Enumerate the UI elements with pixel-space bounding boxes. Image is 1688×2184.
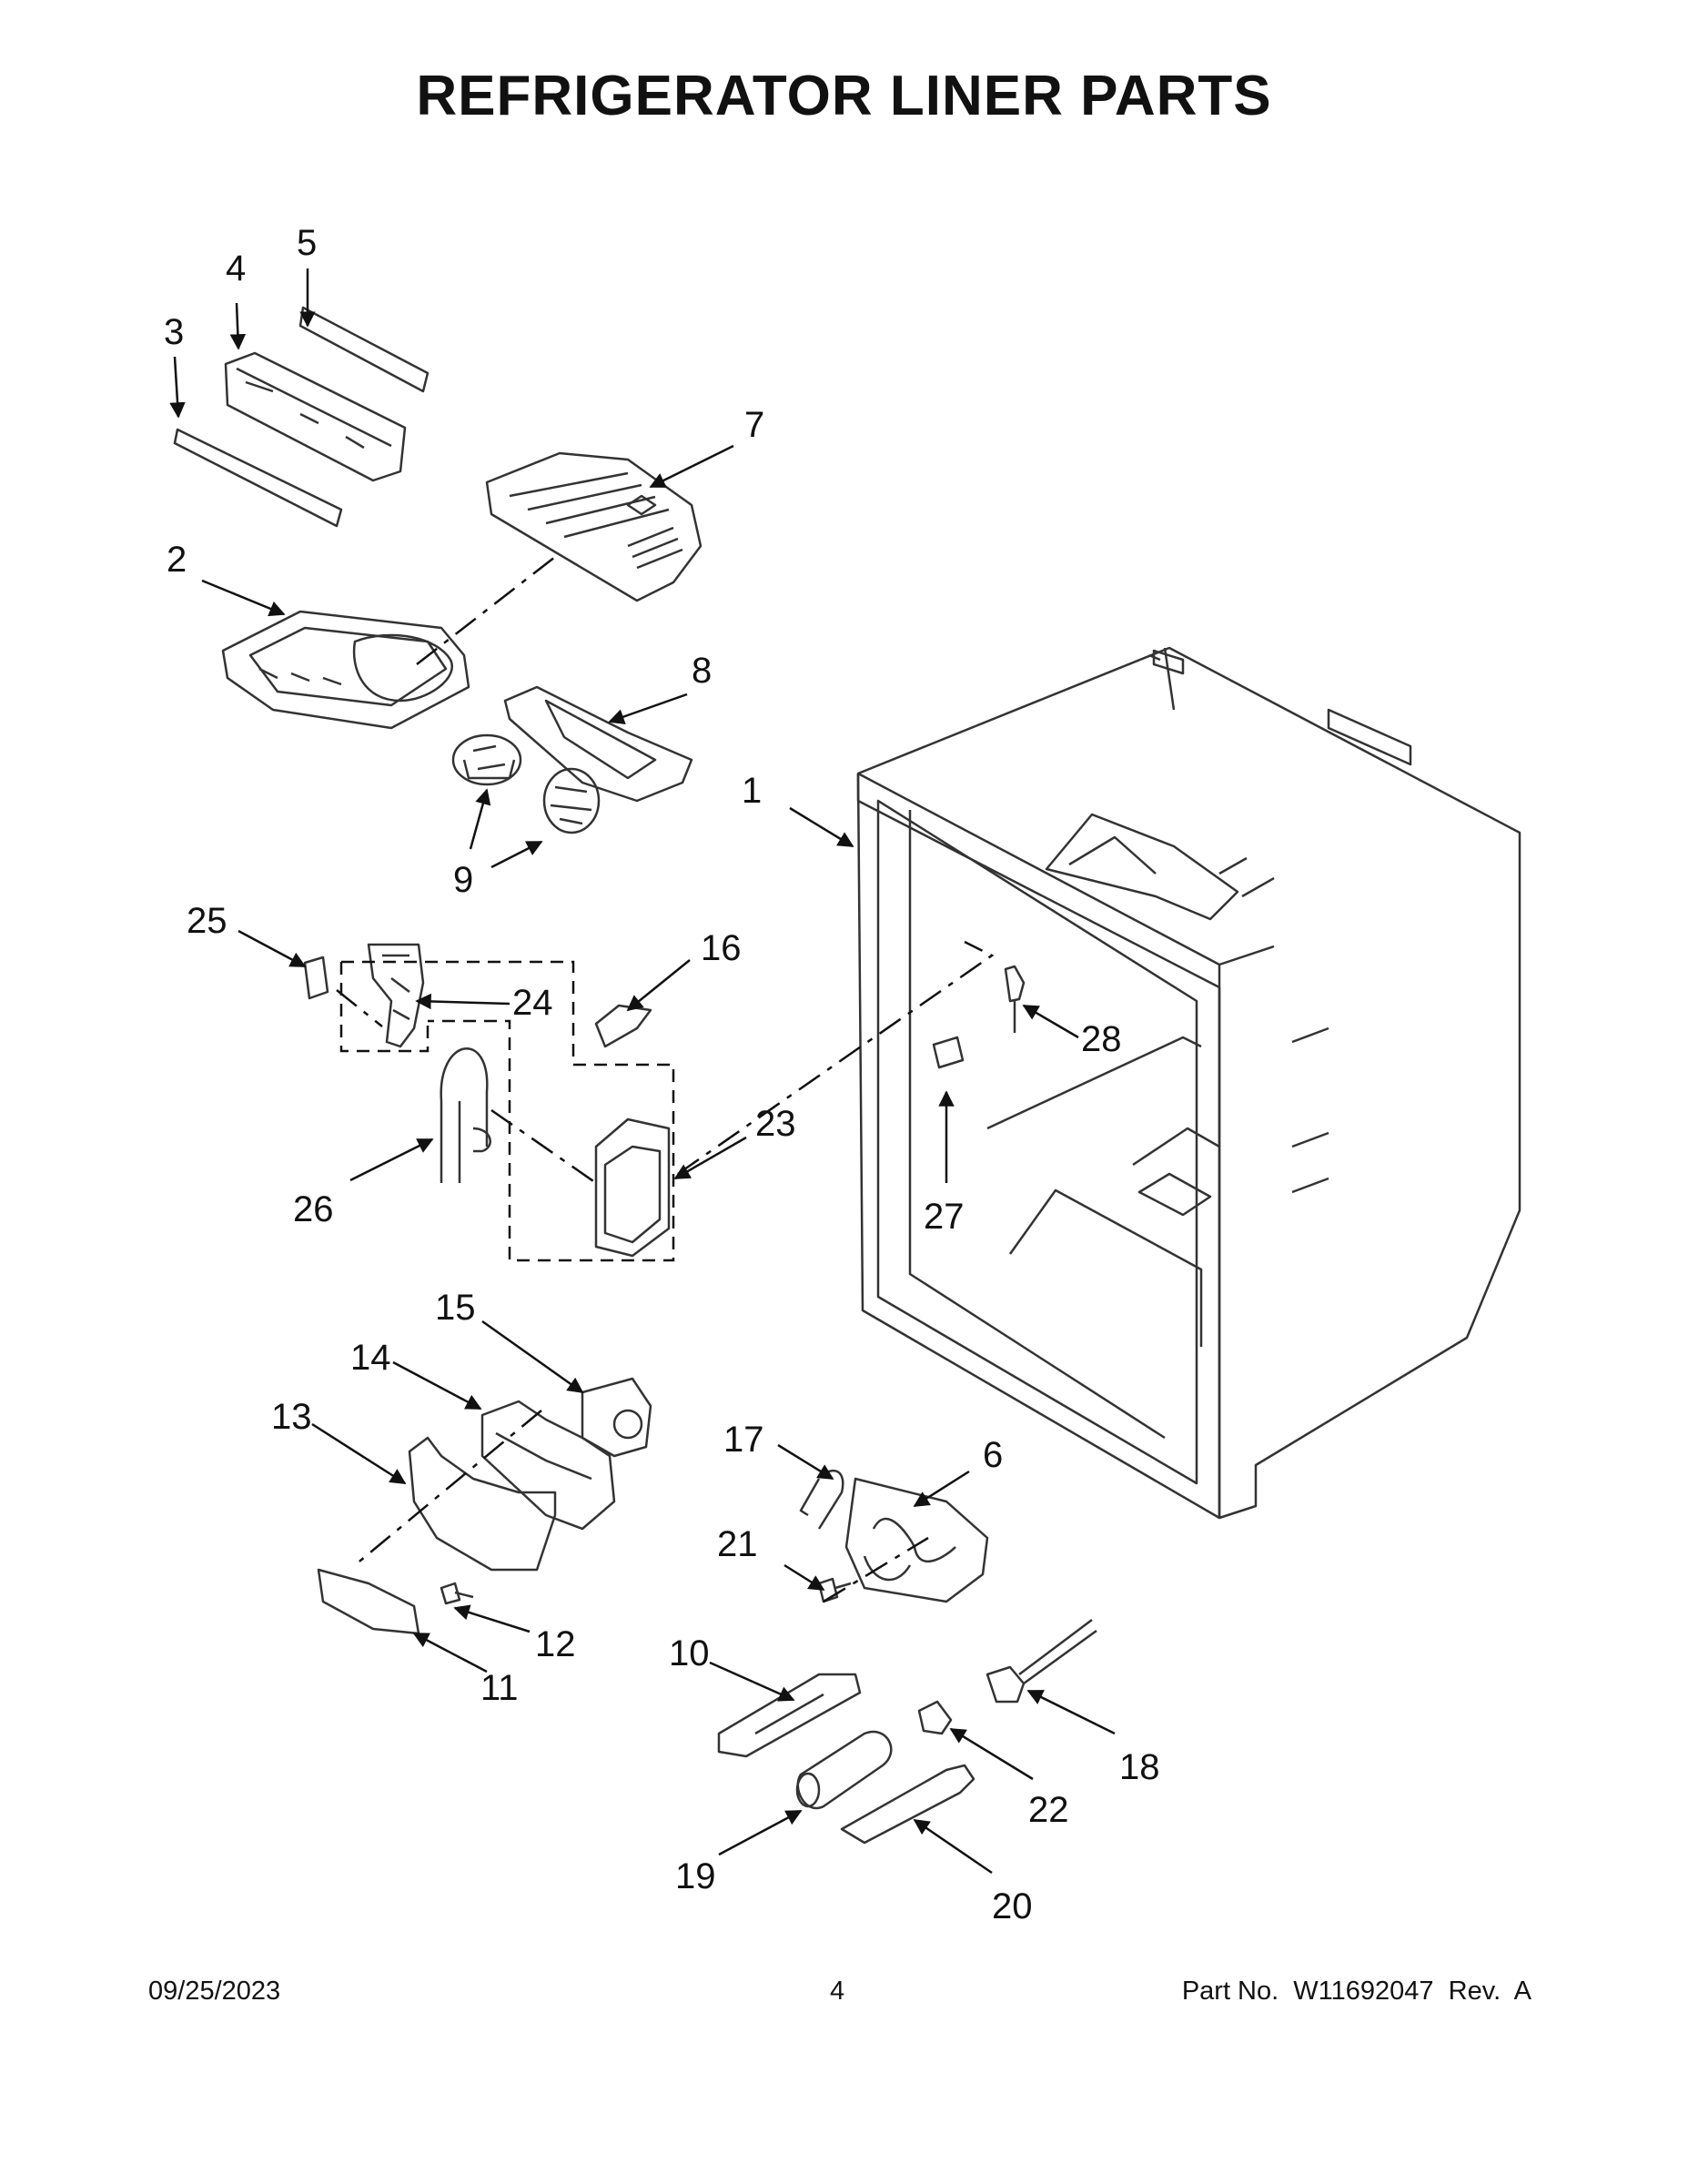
callout-21: 21 <box>717 1524 758 1564</box>
callout-20: 20 <box>992 1886 1033 1926</box>
callout-14: 14 <box>350 1338 391 1378</box>
callout-9: 9 <box>453 860 473 900</box>
callout-13: 13 <box>271 1397 312 1437</box>
callout-12: 12 <box>535 1624 576 1664</box>
part-22-cap <box>917 1700 953 1735</box>
part-16-clip <box>594 1004 652 1048</box>
callout-11: 11 <box>480 1668 519 1708</box>
part-14-housing <box>480 1400 616 1531</box>
callout-22: 22 <box>1028 1790 1069 1830</box>
callout-19: 19 <box>675 1856 716 1896</box>
callout-17: 17 <box>723 1420 764 1460</box>
callout-10: 10 <box>669 1633 710 1673</box>
part-5-strip <box>298 306 430 393</box>
callout-2: 2 <box>167 540 187 580</box>
callout-28: 28 <box>1081 1019 1122 1059</box>
part-12-screw <box>440 1582 474 1605</box>
part-19-filter <box>795 1730 893 1810</box>
footer-date: 09/25/2023 <box>148 1977 281 2006</box>
part-25-switch <box>303 956 329 1000</box>
liner-tub <box>856 646 1521 1520</box>
callout-5: 5 <box>297 223 317 263</box>
callout-25: 25 <box>187 901 227 941</box>
part-18-valve <box>986 1619 1097 1704</box>
callout-24: 24 <box>512 983 553 1023</box>
part-15-motor <box>581 1377 652 1458</box>
callout-26: 26 <box>293 1189 334 1229</box>
callout-16: 16 <box>701 928 742 968</box>
part-21-screw <box>817 1577 852 1603</box>
callout-8: 8 <box>692 651 712 691</box>
part-13-handle <box>408 1436 557 1572</box>
callout-6: 6 <box>983 1435 1003 1475</box>
part-4-bracket <box>224 351 407 482</box>
part-17-tube <box>817 1469 844 1530</box>
part-26-tube <box>440 1047 491 1183</box>
part-8-duct <box>503 685 693 803</box>
callout-15: 15 <box>435 1288 476 1328</box>
part-3-strip <box>173 428 343 528</box>
callout-3: 3 <box>164 312 184 352</box>
part-27-connector <box>932 1036 965 1069</box>
part-2-tray <box>221 610 470 730</box>
part-28-sensor <box>1004 965 1026 1033</box>
callout-27: 27 <box>924 1197 965 1237</box>
part-20-wrench <box>840 1764 975 1845</box>
footer-page-number: 4 <box>830 1977 845 2006</box>
callout-18: 18 <box>1119 1747 1160 1787</box>
callout-7: 7 <box>744 405 764 445</box>
footer-part-number: Part No. W11692047 Rev. A <box>1181 1977 1531 2006</box>
part-23-panel <box>594 1117 671 1258</box>
callout-1: 1 <box>742 771 762 811</box>
part-10-holder <box>717 1673 862 1758</box>
callout-4: 4 <box>226 248 246 288</box>
part-7-cover <box>485 451 702 602</box>
part-6-heater <box>799 1477 989 1603</box>
page-title: REFRIGERATOR LINER PARTS <box>416 65 1272 127</box>
part-24-housing <box>367 943 425 1048</box>
part-11-pad <box>317 1568 420 1635</box>
part-9-knobs <box>451 733 601 834</box>
callout-23: 23 <box>755 1104 796 1144</box>
